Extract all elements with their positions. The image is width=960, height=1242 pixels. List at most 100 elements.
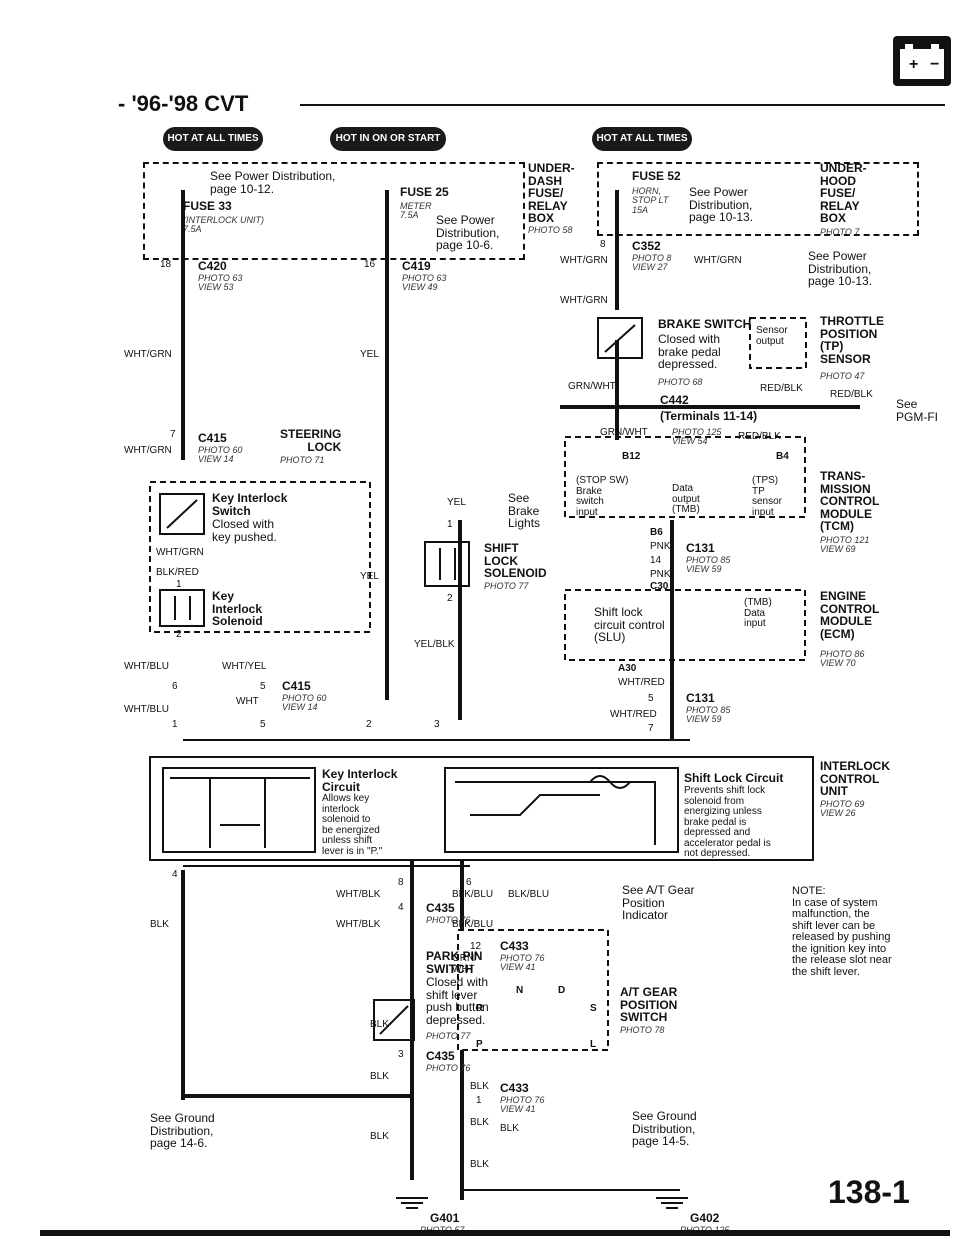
wire-pnk-2: PNK [650, 569, 671, 580]
gear-p: P [476, 1039, 483, 1050]
pin-2-a: 2 [366, 719, 372, 730]
brake-switch-label: BRAKE SWITCH [658, 317, 752, 331]
wire-blk-gear4: BLK [470, 1159, 489, 1170]
pin-b12: B12 [622, 451, 641, 462]
see-power-10-13-a: See Power Distribution, page 10-13. [689, 185, 754, 225]
pin-4-a: 4 [172, 869, 178, 880]
c419-label: C419 [402, 259, 431, 273]
shift-lock-photo: PHOTO 77 [484, 581, 529, 591]
badge-hot-at-all-times-2: HOT AT ALL TIMES [592, 127, 692, 151]
c433b-photo: PHOTO 76 VIEW 41 [500, 1095, 545, 1115]
c415b-label: C415 [282, 679, 311, 693]
c131b-photo: PHOTO 85 VIEW 59 [686, 705, 731, 725]
park-pin-switch-desc: Closed with shift lever push button depr… [426, 975, 489, 1027]
wire-red-blk-3: RED/BLK [738, 431, 781, 442]
wire-grn-wht-3: GRN/ WHT [452, 953, 477, 975]
c415-photo: PHOTO 60 VIEW 14 [198, 445, 243, 465]
tp-sensor-output: Sensor output [756, 325, 788, 347]
see-power-10-13-b: See Power Distribution, page 10-13. [808, 249, 873, 289]
park-pin-switch-label: PARK PIN SWITCH [426, 949, 483, 976]
underhood-fuse-box-label: UNDER- HOOD FUSE/ RELAY BOX [820, 161, 867, 226]
c131b-pin: 5 [648, 693, 654, 704]
tcm-tp-input: (TPS) TP sensor input [752, 475, 783, 518]
fuse-52-desc: HORN, STOP LT 15A [632, 186, 669, 215]
c419-pin: 16 [364, 259, 376, 270]
gear-l: L [590, 1039, 597, 1050]
c352-label: C352 [632, 239, 661, 253]
tcm-data-output: Data output (TMB) [672, 483, 700, 515]
wire-blk-blu-3: BLK/BLU [452, 919, 494, 930]
key-interlock-switch-desc: Closed with key pushed. [212, 517, 277, 544]
pin-1-a: 1 [172, 719, 178, 730]
badge-hot-at-all-times-1: HOT AT ALL TIMES [163, 127, 263, 151]
pin-1-sl: 1 [447, 519, 453, 530]
wire-wht-grn-ki: WHT/GRN [156, 547, 204, 558]
see-power-10-12: See Power Distribution, page 10-12. [210, 169, 336, 196]
wire-yel-blk: YEL/BLK [414, 639, 455, 650]
see-at-gear-indicator: See A/T Gear Position Indicator [622, 883, 695, 923]
pin-6-b: 6 [466, 877, 472, 888]
ecm-photo: PHOTO 86 VIEW 70 [820, 649, 865, 669]
key-interlock-solenoid-label: Key Interlock Solenoid [212, 589, 263, 629]
wire-wht-yel: WHT/YEL [222, 661, 267, 672]
g402-label: G402 [690, 1211, 720, 1225]
c415-pin: 7 [170, 429, 176, 440]
wire-yel-1: YEL [360, 349, 379, 360]
wire-wht-blu-1: WHT/BLU [124, 661, 169, 672]
key-interlock-switch-label: Key Interlock Switch [212, 491, 288, 518]
wire-red-blk-1: RED/BLK [760, 383, 803, 394]
c415b-photo: PHOTO 60 VIEW 14 [282, 693, 327, 713]
c442-photo: PHOTO 125 VIEW 54 [672, 427, 722, 447]
pin-2-sl: 2 [447, 593, 453, 604]
c30-label: C30 [650, 581, 669, 592]
c131b-pin-2: 7 [648, 723, 654, 734]
g401-label: G401 [430, 1211, 460, 1225]
wire-wht-grn-2: WHT/GRN [694, 255, 742, 266]
underhood-fuse-box-outline [597, 162, 919, 236]
wire-wht-grn-c415: WHT/GRN [124, 445, 172, 456]
wire-blk-left: BLK [150, 919, 169, 930]
park-pin-photo: PHOTO 77 [426, 1031, 471, 1041]
tcm-photo: PHOTO 121 VIEW 69 [820, 535, 870, 555]
tcm-brake-input: (STOP SW) Brake switch input [576, 475, 629, 518]
shift-lock-circuit-desc: Prevents shift lock solenoid from energi… [684, 785, 771, 859]
fuse-33-desc: (INTERLOCK UNIT) 7.5A [183, 215, 264, 235]
c415-label: C415 [198, 431, 227, 445]
c419-photo: PHOTO 63 VIEW 49 [402, 273, 447, 293]
c131-pin: 14 [650, 555, 662, 566]
pin-4-b: 4 [398, 902, 404, 913]
pin-3-b: 3 [398, 1049, 404, 1060]
pin-a30: A30 [618, 663, 637, 674]
c433-label: C433 [500, 939, 529, 953]
badge-hot-in-on-or-start: HOT IN ON OR START [330, 127, 446, 151]
see-pgm-fi: See PGM-FI [896, 397, 938, 424]
c131-label: C131 [686, 541, 715, 555]
svg-text:−: − [930, 56, 939, 73]
see-ground-right: See Ground Distribution, page 14-5. [632, 1109, 697, 1149]
wire-blk-blu-1: BLK/BLU [452, 889, 494, 900]
underdash-fuse-box-outline [143, 162, 525, 260]
pin-12: 12 [470, 941, 482, 952]
wire-blk-g401: BLK [370, 1131, 389, 1142]
wire-yel-3: YEL [447, 497, 466, 508]
wire-wht-grn-3: WHT/GRN [560, 295, 608, 306]
c131-photo: PHOTO 85 VIEW 59 [686, 555, 731, 575]
pin-6-a: 6 [172, 681, 178, 692]
underdash-photo: PHOTO 58 [528, 225, 573, 235]
pin-b4: B4 [776, 451, 789, 462]
see-ground-left: See Ground Distribution, page 14-6. [150, 1111, 215, 1151]
note-text: NOTE: In case of system malfunction, the… [792, 885, 892, 978]
wire-wht-blu-2: WHT/BLU [124, 704, 169, 715]
underdash-fuse-box-label: UNDER- DASH FUSE/ RELAY BOX [528, 161, 575, 226]
c420-photo: PHOTO 63 VIEW 53 [198, 273, 243, 293]
steering-photo: PHOTO 71 [280, 455, 325, 465]
c435b-label: C435 [426, 1049, 455, 1063]
wire-grn-wht: GRN/WHT [568, 381, 616, 392]
wire-wht-grn-left: WHT/GRN [124, 349, 172, 360]
wire-red-blk-2: RED/BLK [830, 389, 873, 400]
footer-rule [40, 1230, 950, 1236]
wire-grn-wht-2: GRN/WHT [600, 427, 648, 438]
ecm-label: ENGINE CONTROL MODULE (ECM) [820, 589, 880, 641]
gear-r: R [476, 1003, 484, 1014]
